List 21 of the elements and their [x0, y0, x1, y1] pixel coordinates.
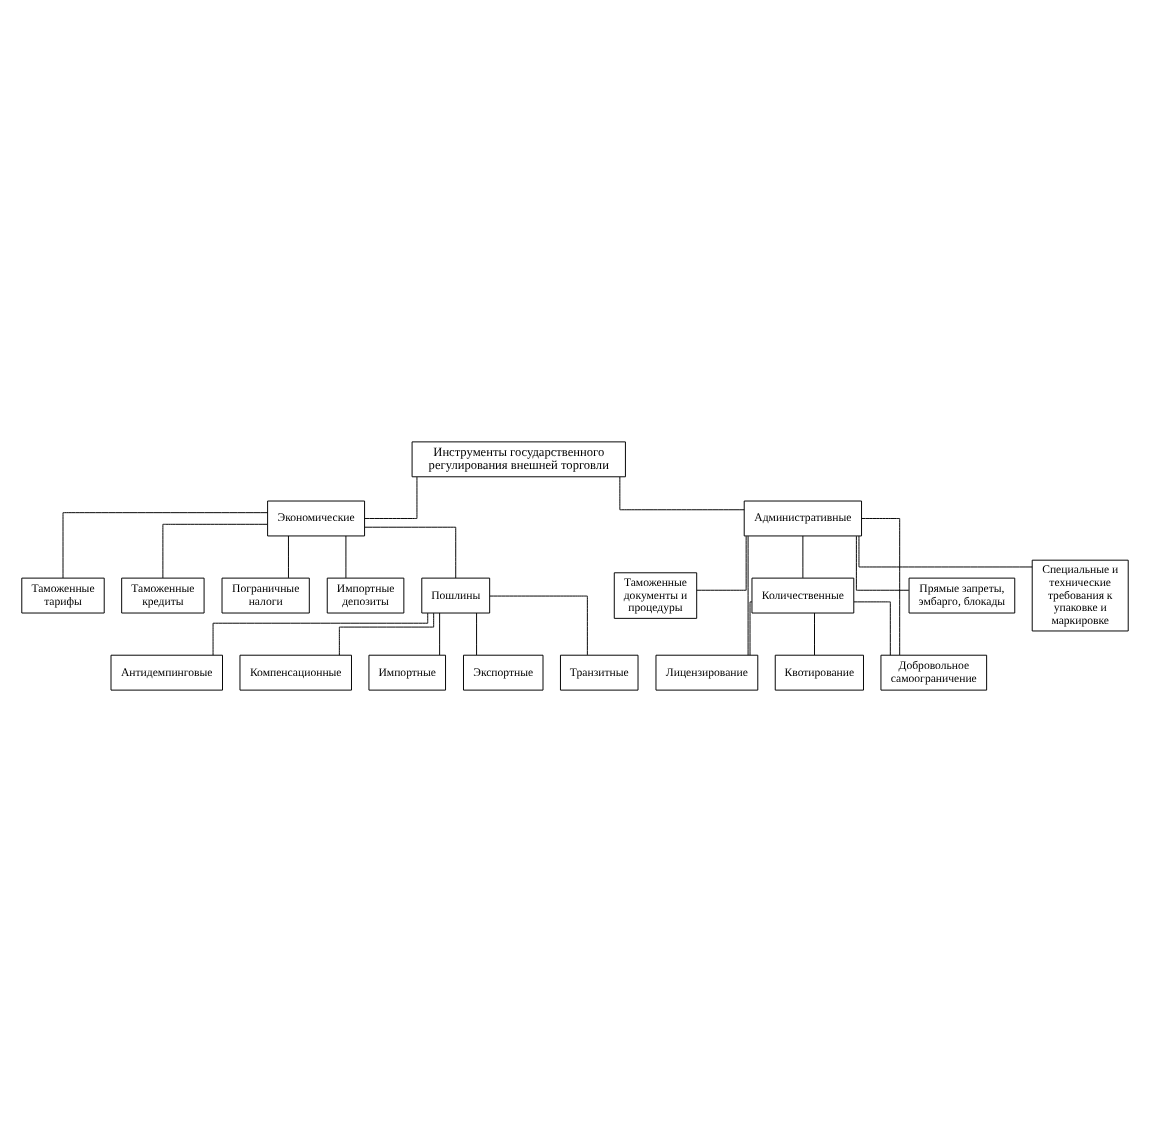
connector	[749, 601, 753, 656]
connector	[212, 612, 429, 656]
connector	[853, 601, 891, 656]
connector	[364, 526, 457, 579]
connector	[62, 512, 269, 579]
connector	[814, 612, 815, 656]
connector	[802, 535, 804, 579]
connector	[747, 535, 749, 656]
connector	[855, 535, 910, 591]
connector	[439, 612, 441, 656]
connector	[489, 595, 588, 656]
connector	[619, 476, 745, 511]
connector	[287, 535, 289, 579]
connector	[162, 523, 268, 579]
connector	[861, 518, 901, 656]
connector	[476, 612, 478, 656]
connector	[345, 535, 347, 579]
connector	[858, 535, 1033, 568]
connector	[696, 535, 747, 591]
connector	[338, 612, 435, 656]
connector	[364, 476, 418, 519]
